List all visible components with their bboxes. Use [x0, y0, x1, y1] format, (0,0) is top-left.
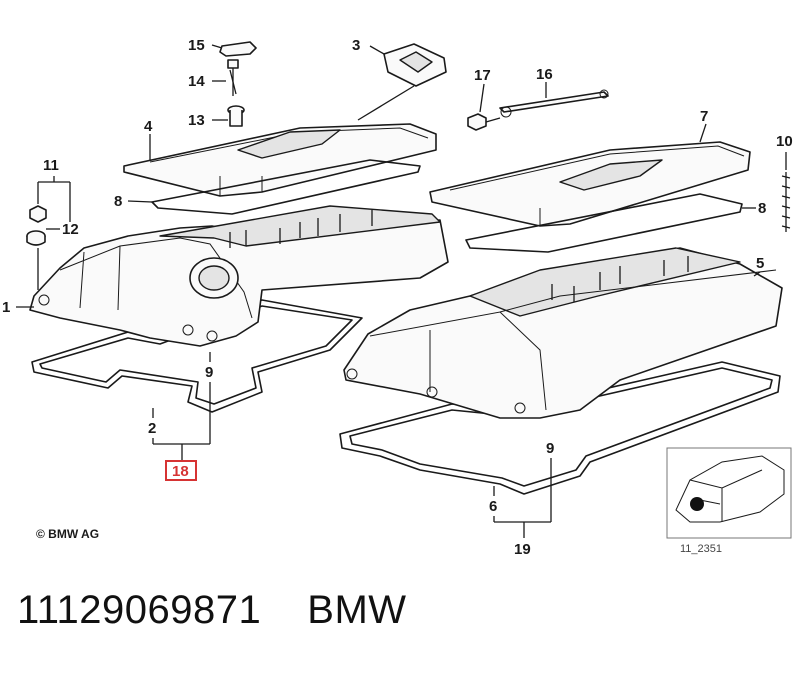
callout-19: 19	[514, 541, 531, 558]
left-plate-emboss	[237, 129, 341, 159]
brand-name: BMW	[307, 588, 407, 632]
location-thumbnail: 11_2351	[666, 447, 792, 555]
callout-2: 2	[148, 420, 156, 437]
left-cover-plate	[123, 123, 437, 197]
bolt-14	[227, 59, 239, 96]
strap-16	[499, 89, 609, 118]
oil-filler-inner	[198, 265, 230, 291]
left-seal-8	[151, 159, 421, 215]
left-cover-body	[29, 219, 449, 347]
bolt-hole	[426, 386, 438, 398]
right-cover-plate	[429, 141, 751, 227]
callout-1: 1	[2, 299, 10, 316]
callout-15: 15	[188, 37, 205, 54]
callout-9-right: 9	[546, 440, 554, 457]
callout-16: 16	[536, 66, 553, 83]
left-cover-studs	[229, 210, 373, 248]
bolt-hole	[182, 324, 194, 336]
left-plate-body	[123, 123, 437, 197]
left-valve-cover	[29, 205, 449, 413]
callout-4: 4	[144, 118, 153, 135]
right-cover-studs	[551, 256, 689, 302]
bolt-17	[467, 113, 501, 131]
part-number: 11129069871	[17, 588, 262, 632]
bolt-hole	[38, 294, 50, 306]
copyright-text: © BMW AG	[36, 527, 99, 541]
callout-18: 18	[172, 463, 189, 480]
callout-14: 14	[188, 73, 205, 90]
nut-washer-11-12	[26, 205, 47, 246]
callout-9-left: 9	[205, 364, 213, 381]
callout-7: 7	[700, 108, 708, 125]
right-plate-emboss	[559, 159, 663, 191]
bolt-hole	[346, 368, 358, 380]
right-seal-8	[465, 193, 743, 253]
grommet-13	[227, 105, 245, 127]
thumbnail-frame	[666, 447, 792, 539]
callout-10: 10	[776, 133, 793, 150]
clip-15	[219, 41, 257, 57]
bolt-hole	[206, 330, 218, 342]
callout-6: 6	[489, 498, 497, 515]
callout-12: 12	[62, 221, 79, 238]
callout-8-left: 8	[114, 193, 122, 210]
thumbnail-code: 11_2351	[680, 543, 722, 555]
right-cover-top	[469, 247, 741, 317]
callout-11: 11	[43, 157, 59, 174]
left-cover-rib	[59, 237, 253, 319]
highlight-box	[165, 460, 197, 481]
callout-18-highlight[interactable]: 18	[165, 460, 197, 481]
stud-10	[781, 172, 791, 232]
car-outline-icon	[675, 455, 785, 523]
leader-lines	[16, 44, 787, 538]
callout-13: 13	[188, 112, 205, 129]
callout-17: 17	[474, 67, 491, 84]
callout-8-right: 8	[758, 200, 766, 217]
callout-5: 5	[756, 255, 764, 272]
location-dot-icon	[690, 497, 704, 511]
right-cover-body	[343, 247, 783, 419]
footer-caption: 11129069871 BMW	[17, 588, 453, 633]
right-valve-cover	[339, 247, 783, 495]
callout-labels: 1 2 3 4 5 6 7 8 8 9 9 10 11 12 13 14 15 …	[2, 37, 793, 558]
oil-filler-cap	[383, 43, 447, 87]
callout-3: 3	[352, 37, 360, 54]
bolt-hole	[514, 402, 526, 414]
